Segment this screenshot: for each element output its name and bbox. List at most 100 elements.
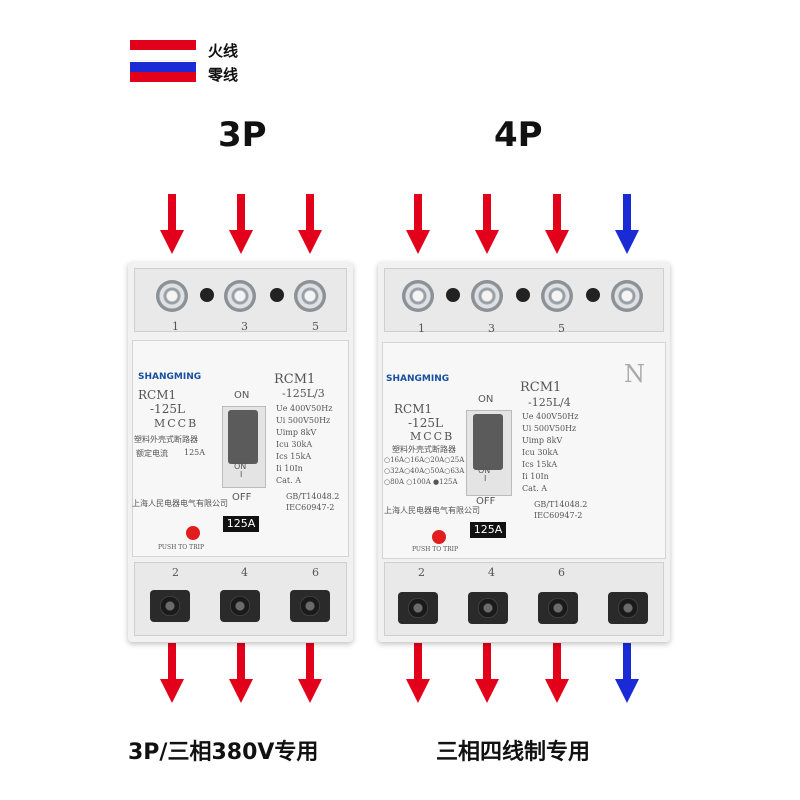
output-socket xyxy=(398,592,438,624)
model-right: RCM1 xyxy=(520,380,562,395)
output-arrow-4p-l2 xyxy=(475,643,499,703)
breaker-handle[interactable] xyxy=(228,410,258,464)
terminal-hole xyxy=(516,288,530,302)
type-label: MCCB xyxy=(410,430,455,443)
model-right-sub: -125L/4 xyxy=(528,396,571,409)
pole-number: 1 xyxy=(172,320,179,333)
pole-number: 1 xyxy=(418,322,425,335)
title-3p: 3P xyxy=(218,115,267,155)
output-socket xyxy=(608,592,648,624)
input-arrow-4p-l2 xyxy=(475,194,499,254)
output-socket xyxy=(220,590,260,622)
spec-line: Uimp 8kV xyxy=(276,428,317,437)
pole-number: 6 xyxy=(558,566,565,579)
terminal-hole xyxy=(586,288,600,302)
push-to-trip-label: PUSH TO TRIP xyxy=(158,544,204,551)
output-arrow-4p-n xyxy=(615,643,639,703)
rated-label: 额定电流 xyxy=(136,449,168,458)
trip-test-button[interactable] xyxy=(186,526,200,540)
brand-logo: SHANGMING xyxy=(386,374,450,384)
current-options: ○80A ○100A ●125A xyxy=(384,478,458,486)
breaker-3p: 1 3 5 SHANGMING RCM1 -125L MCCB 塑料外壳式断路器… xyxy=(128,262,353,642)
pole-number: 5 xyxy=(558,322,565,335)
live-wire-swatch xyxy=(130,40,196,61)
handle-i-text: I xyxy=(240,470,243,479)
breaker-4p: 1 3 5 N SHANGMING RCM1 -125L MCCB 塑料外壳式断… xyxy=(378,262,670,642)
pole-number: 3 xyxy=(488,322,495,335)
handle-on-text: ON xyxy=(478,466,491,475)
standard-line: GB/T14048.2 xyxy=(534,500,588,509)
input-arrow-3p-l1 xyxy=(160,194,184,254)
pole-number: 6 xyxy=(312,566,319,579)
pole-number: 2 xyxy=(418,566,425,579)
handle-i-text: I xyxy=(484,474,487,483)
spec-line: Ui 500V50Hz xyxy=(522,424,577,433)
input-arrow-4p-l1 xyxy=(406,194,430,254)
caption-4p: 三相四线制专用 xyxy=(436,740,591,765)
pole-number: 5 xyxy=(312,320,319,333)
terminal-hole xyxy=(200,288,214,302)
cn-name: 塑料外壳式断路器 xyxy=(134,435,198,444)
maker-name: 上海人民电器电气有限公司 xyxy=(132,499,228,508)
on-label: ON xyxy=(478,394,494,405)
breaker-handle[interactable] xyxy=(473,414,503,470)
terminal-screw-icon xyxy=(471,280,503,312)
terminal-screw-icon xyxy=(156,280,188,312)
output-socket xyxy=(150,590,190,622)
rated-value: 125A xyxy=(184,448,206,457)
title-4p: 4P xyxy=(494,115,543,155)
cn-name: 塑料外壳式断路器 xyxy=(392,445,456,454)
off-label: OFF xyxy=(476,496,496,507)
spec-line: Ii 10In xyxy=(276,464,303,473)
input-arrow-3p-l3 xyxy=(298,194,322,254)
on-label: ON xyxy=(234,390,250,401)
terminal-hole xyxy=(270,288,284,302)
type-label: MCCB xyxy=(154,417,199,430)
maker-name: 上海人民电器电气有限公司 xyxy=(384,506,480,515)
spec-line: Ue 400V50Hz xyxy=(522,412,579,421)
trip-test-button[interactable] xyxy=(432,530,446,544)
rating-tag: 125A xyxy=(470,522,506,538)
output-arrow-4p-l1 xyxy=(406,643,430,703)
model-right: RCM1 xyxy=(274,372,316,387)
output-socket xyxy=(290,590,330,622)
spec-line: Icu 30kA xyxy=(522,448,559,457)
input-arrow-4p-n xyxy=(615,194,639,254)
spec-line: Cat. A xyxy=(522,484,547,493)
off-label: OFF xyxy=(232,492,252,503)
spec-line: Ue 400V50Hz xyxy=(276,404,333,413)
current-options: ○16A○16A○20A○25A xyxy=(384,456,465,464)
model-left-sub: -125L xyxy=(408,416,443,430)
output-arrow-3p-l2 xyxy=(229,643,253,703)
standard-line: IEC60947-2 xyxy=(534,511,583,520)
neutral-wire-swatch xyxy=(130,62,196,82)
spec-line: Ics 15kA xyxy=(522,460,558,469)
pole-number: 3 xyxy=(241,320,248,333)
model-left: RCM1 xyxy=(138,388,177,402)
pole-number: 4 xyxy=(488,566,495,579)
output-arrow-3p-l3 xyxy=(298,643,322,703)
spec-line: Cat. A xyxy=(276,476,301,485)
brand-logo: SHANGMING xyxy=(138,372,202,382)
handle-on-text: ON xyxy=(234,462,247,471)
terminal-screw-icon xyxy=(402,280,434,312)
current-options: ○32A○40A○50A○63A xyxy=(384,467,465,475)
output-socket xyxy=(538,592,578,624)
spec-line: Icu 30kA xyxy=(276,440,313,449)
neutral-mark: N xyxy=(624,360,645,388)
spec-line: Uimp 8kV xyxy=(522,436,563,445)
input-arrow-3p-l2 xyxy=(229,194,253,254)
terminal-screw-icon xyxy=(294,280,326,312)
spec-line: Ics 15kA xyxy=(276,452,312,461)
output-arrow-3p-l1 xyxy=(160,643,184,703)
output-socket xyxy=(468,592,508,624)
output-arrow-4p-l3 xyxy=(545,643,569,703)
standard-line: IEC60947-2 xyxy=(286,503,335,512)
spec-line: Ii 10In xyxy=(522,472,549,481)
model-left-sub: -125L xyxy=(150,402,185,416)
pole-number: 2 xyxy=(172,566,179,579)
model-left: RCM1 xyxy=(394,402,433,416)
input-arrow-4p-l3 xyxy=(545,194,569,254)
push-to-trip-label: PUSH TO TRIP xyxy=(412,546,458,553)
terminal-screw-icon xyxy=(541,280,573,312)
